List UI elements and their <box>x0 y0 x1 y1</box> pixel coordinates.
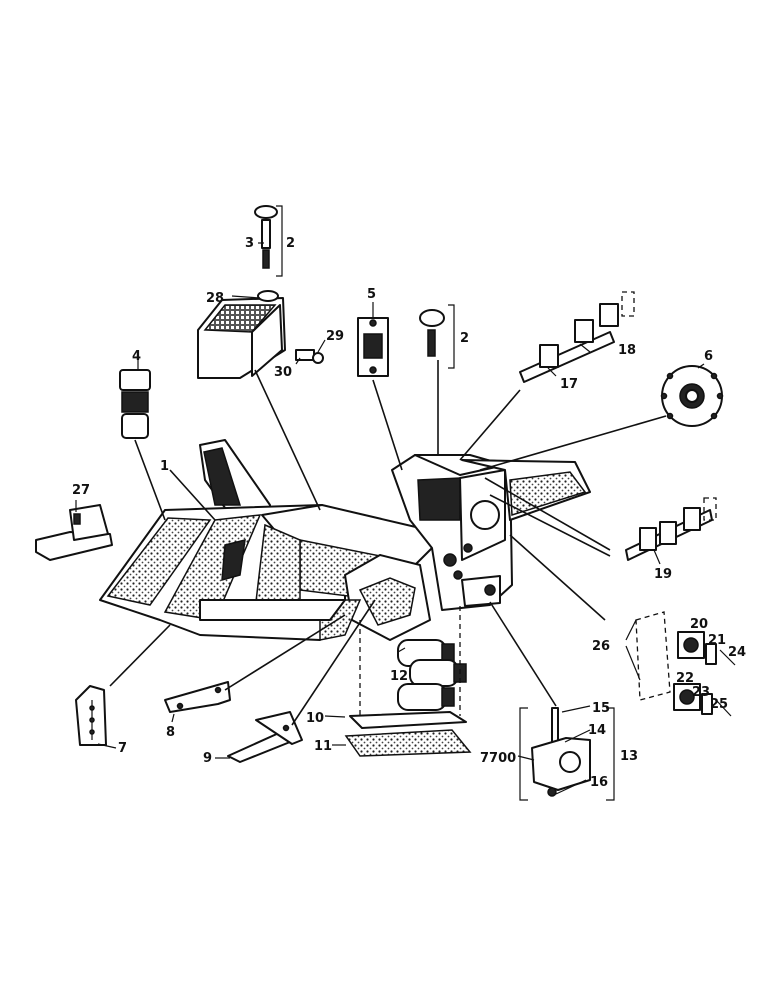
callout-10: 10 <box>306 711 324 726</box>
filters-12 <box>397 639 467 711</box>
bracket-27 <box>35 504 113 561</box>
callout-1: 1 <box>160 459 169 474</box>
callout-2-top: 2 <box>286 236 295 251</box>
relay-part <box>357 317 389 377</box>
clamp-13-16 <box>519 707 615 801</box>
clamp-block-20-26 <box>635 611 736 717</box>
callout-13: 13 <box>620 749 638 764</box>
battery-box <box>197 290 286 379</box>
callout-9: 9 <box>203 751 212 766</box>
callout-6: 6 <box>704 349 713 364</box>
round-plate <box>660 365 724 427</box>
callout-30: 30 <box>274 365 292 380</box>
callout-20: 20 <box>690 617 708 632</box>
clip-strip-19 <box>625 497 717 561</box>
screw-clip-part <box>419 304 455 369</box>
callout-8: 8 <box>166 725 175 740</box>
callout-21: 21 <box>708 633 726 648</box>
callout-19: 19 <box>654 567 672 582</box>
callout-2-right: 2 <box>460 331 469 346</box>
callout-7700: 7700 <box>480 751 516 766</box>
callout-22: 22 <box>676 671 694 686</box>
callout-25: 25 <box>710 697 728 712</box>
bolt-assembly-2-3 <box>254 205 283 277</box>
callout-12: 12 <box>390 669 408 684</box>
callout-labels: 1 2 3 28 29 30 4 5 2 6 17 18 19 26 20 21… <box>72 236 746 790</box>
fastener-29-30 <box>295 349 324 364</box>
callout-29: 29 <box>326 329 344 344</box>
cylinder-part <box>119 369 151 439</box>
callout-14: 14 <box>588 723 606 738</box>
clip-strip-17-18 <box>519 291 635 383</box>
bracket-8 <box>164 681 231 713</box>
main-frame <box>99 439 591 641</box>
callout-17: 17 <box>560 377 578 392</box>
callout-23: 23 <box>692 685 710 700</box>
callout-18: 18 <box>618 343 636 358</box>
callout-27: 27 <box>72 483 90 498</box>
callout-24: 24 <box>728 645 746 660</box>
callout-15: 15 <box>592 701 610 716</box>
bracket-9 <box>227 711 303 763</box>
callout-4: 4 <box>132 349 141 364</box>
callout-16: 16 <box>590 775 608 790</box>
plates-10-11 <box>344 711 472 757</box>
callout-28: 28 <box>206 291 224 306</box>
bracket-7 <box>75 685 107 746</box>
leader-lines <box>75 242 705 795</box>
callout-11: 11 <box>314 739 332 754</box>
callout-7: 7 <box>118 741 127 756</box>
callout-3: 3 <box>245 236 254 251</box>
callout-26: 26 <box>592 639 610 654</box>
callout-5: 5 <box>367 287 376 302</box>
